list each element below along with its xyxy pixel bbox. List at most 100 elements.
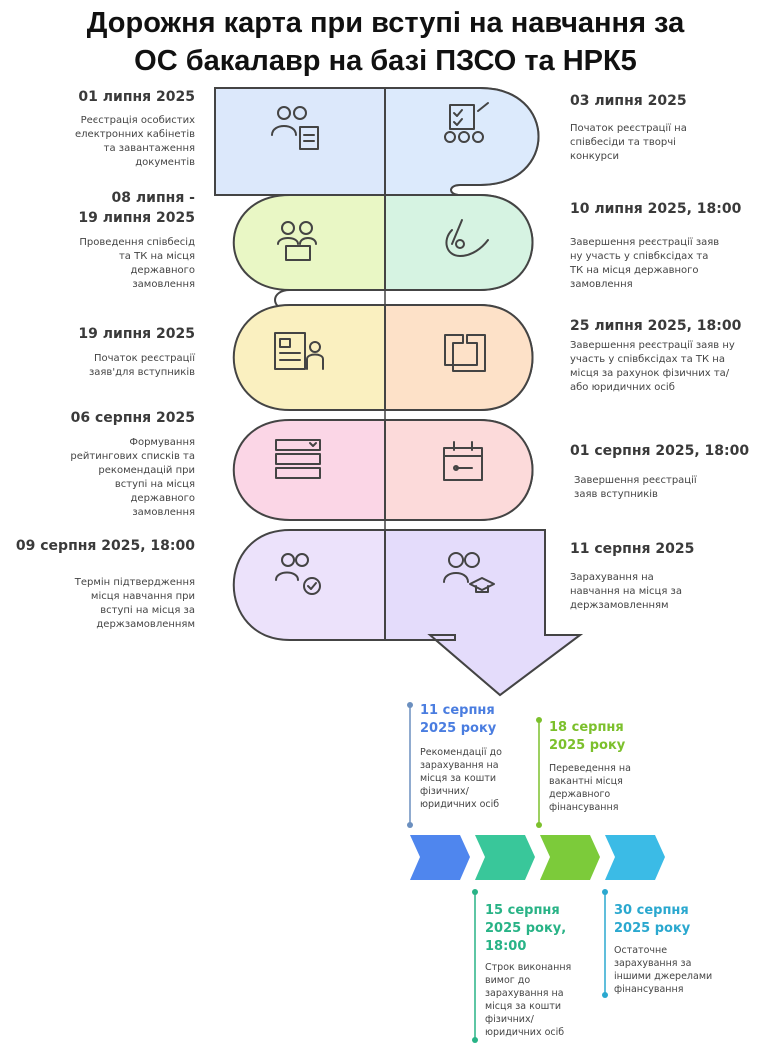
chevron-2	[475, 835, 535, 880]
graduate-icon	[443, 552, 495, 593]
desc-line: Остаточне	[614, 945, 668, 956]
desc-line: електронних кабінетів	[75, 129, 195, 140]
timeline-chevrons	[407, 702, 665, 1043]
desc-line: конкурси	[570, 151, 619, 162]
timeline-item-4-desc: Остаточне зарахування за іншими джерелам…	[614, 944, 734, 996]
title-line-2: ОС бакалавр на базі ПЗСО та НРК5	[134, 45, 637, 77]
right-step-1-desc: Початок реєстрації на співбесіди та твор…	[570, 122, 760, 164]
desc-line: Завершення реєстрації заяв	[570, 237, 720, 248]
desc-line: Формування	[129, 437, 195, 448]
right-step-4-desc: Завершення реєстрації заяв вступників	[574, 474, 764, 502]
desc-line: замовлення	[132, 279, 195, 290]
desc-line: або юридичних осіб	[570, 382, 675, 393]
desc-line: фінансування	[614, 984, 684, 995]
left-step-3-desc: Початок реєстрації заяв'для вступників	[20, 352, 195, 380]
desc-line: зарахування за	[614, 958, 692, 969]
band-row-3-right	[384, 304, 534, 411]
right-step-3-date: 25 липня 2025, 18:00	[570, 318, 742, 334]
right-step-2-desc: Завершення реєстрації заяв ну участь у с…	[570, 236, 765, 292]
left-step-2-desc: Проведення співбесід та ТК на місця держ…	[20, 236, 195, 292]
date-line: 2025 року	[549, 738, 626, 753]
timeline-item-4-date: 30 серпня 2025 року	[614, 902, 734, 938]
desc-line: Рекомендації до	[420, 747, 502, 758]
list-table-icon	[275, 439, 321, 479]
desc-line: держзамовленням	[570, 600, 669, 611]
desc-line: державного	[130, 265, 195, 276]
desc-line: Реєстрація особистих	[80, 115, 195, 126]
desc-line: замовлення	[570, 279, 633, 290]
desc-line: фізичних/	[420, 786, 469, 797]
date-line: 11 серпня	[420, 703, 495, 718]
desc-line: іншими джерелами	[614, 971, 713, 982]
calendar-icon	[443, 441, 483, 481]
desc-line: державного	[130, 493, 195, 504]
desc-line: вступі на місця	[114, 479, 195, 490]
desc-line: зарахування на	[485, 988, 564, 999]
people-document-icon	[271, 106, 319, 150]
timeline-item-2-desc: Переведення на вакантні місця державного…	[549, 762, 664, 814]
right-step-5-date: 11 серпня 2025	[570, 541, 695, 557]
desc-line: місця за рахунок фізичних та/	[570, 368, 730, 379]
desc-line: заяв'для вступників	[88, 367, 195, 378]
band-row-2-right	[384, 194, 534, 291]
desc-line: Проведення співбесід	[79, 237, 195, 248]
timeline-item-1-desc: Рекомендації до зарахування на місця за …	[420, 746, 535, 811]
desc-line: вступі на місця за	[100, 605, 195, 616]
title-line-1: Дорожня карта при вступі на навчання за	[86, 7, 685, 39]
desc-line: вакантні місця	[549, 776, 623, 787]
desc-line: та завантаження	[103, 143, 195, 154]
left-step-2-date: 08 липня - 19 липня 2025	[20, 188, 195, 228]
interview-icon	[277, 221, 317, 261]
chevron-1	[410, 835, 470, 880]
desc-line: участь у співбксідах та ТК на	[570, 354, 725, 365]
right-step-5-desc: Зарахування на навчання на місця за держ…	[570, 571, 765, 613]
desc-line: та ТК на місця	[118, 251, 195, 262]
road-bands	[214, 87, 583, 697]
date-line: 30 серпня	[614, 903, 689, 918]
left-step-5-desc: Термін підтвердження місця навчання при …	[20, 576, 195, 632]
timeline-item-3-date: 15 серпня 2025 року, 18:00	[485, 902, 600, 956]
frame-icon	[444, 334, 486, 372]
desc-line: Завершення реєстрації заяв ну	[570, 340, 735, 351]
desc-line: юридичних осіб	[420, 799, 500, 810]
left-step-4-desc: Формування рейтингових списків та рекоме…	[20, 436, 195, 520]
date-line: 2025 року	[420, 721, 497, 736]
desc-line: Зарахування на	[570, 572, 654, 583]
left-step-3-date: 19 липня 2025	[78, 326, 195, 342]
date-line: 19 липня 2025	[78, 210, 195, 226]
desc-line: місця за кошти	[420, 773, 497, 784]
desc-line: ТК на місця державного	[570, 265, 699, 276]
desc-line: рейтингових списків та	[70, 451, 195, 462]
timeline-item-3-desc: Строк виконання вимог до зарахування на …	[485, 961, 600, 1039]
chevron-4	[605, 835, 665, 880]
desc-line: замовлення	[132, 507, 195, 518]
desc-line: документів	[135, 157, 195, 168]
band-row-4-right	[384, 419, 534, 521]
desc-line: держзамовленням	[96, 619, 195, 630]
user-check-icon	[275, 553, 321, 595]
desc-line: місця навчання при	[90, 591, 195, 602]
timeline-item-1-date: 11 серпня 2025 року	[420, 702, 535, 738]
date-line: 2025 року	[614, 921, 691, 936]
desc-line: зарахування на	[420, 760, 499, 771]
date-line: 08 липня -	[111, 190, 195, 206]
date-line: 18 серпня	[549, 720, 624, 735]
chevron-3	[540, 835, 600, 880]
desc-line: рекомендацій при	[98, 465, 195, 476]
checklist-people-icon	[444, 102, 489, 143]
desc-line: заяв вступників	[574, 489, 658, 500]
desc-line: Термін підтвердження	[74, 577, 195, 588]
desc-line: державного	[549, 789, 611, 800]
timeline-item-2-date: 18 серпня 2025 року	[549, 719, 664, 755]
pen-sign-icon	[445, 219, 489, 257]
desc-line: фінансування	[549, 802, 619, 813]
right-step-4-date: 01 серпня 2025, 18:00	[570, 443, 750, 459]
desc-line: фізичних/	[485, 1014, 534, 1025]
desc-line: Переведення на	[549, 763, 631, 774]
desc-line: юридичних осіб	[485, 1027, 565, 1038]
desc-line: Завершення реєстрації	[574, 475, 697, 486]
date-line: 15 серпня	[485, 903, 560, 918]
right-step-1-date: 03 липня 2025	[570, 93, 687, 109]
right-step-2-date: 10 липня 2025, 18:00	[570, 201, 742, 217]
